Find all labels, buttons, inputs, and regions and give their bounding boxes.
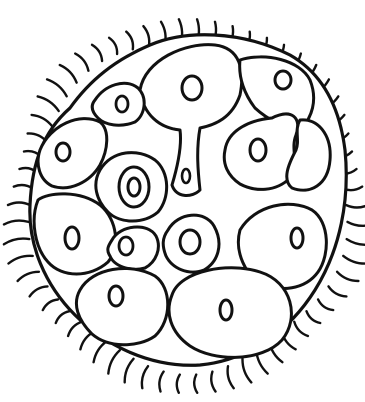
cilium — [126, 32, 133, 50]
cilium — [75, 54, 88, 71]
cell-bottom-left — [76, 268, 167, 344]
cilium — [56, 311, 70, 323]
cilium — [32, 115, 53, 126]
cilium — [109, 38, 117, 54]
cilium — [143, 26, 149, 47]
cilium — [94, 341, 107, 362]
cilium — [4, 239, 29, 245]
nucleus-ring-inner — [128, 178, 140, 196]
nucleus-bottom-left — [109, 286, 123, 306]
nucleus-upper-left-small — [116, 96, 128, 112]
cilium — [228, 366, 234, 388]
nucleus-right-bean — [250, 139, 266, 161]
cilium — [346, 205, 365, 208]
cilium — [329, 286, 347, 296]
cilium — [8, 203, 30, 206]
cilium — [343, 256, 365, 264]
nucleus-center — [180, 230, 200, 254]
cilium — [18, 272, 39, 281]
cilium — [211, 372, 215, 392]
nucleus-bottom-right — [220, 300, 232, 320]
cilium — [125, 359, 134, 383]
nucleus-top-center — [182, 76, 202, 100]
cilium — [348, 222, 365, 226]
cilium — [108, 350, 120, 373]
cilium — [43, 300, 58, 311]
nucleus-left — [56, 143, 70, 161]
cilium — [38, 96, 59, 111]
cilium — [4, 221, 29, 225]
nucleus-small-lobe — [119, 237, 133, 255]
cilium — [242, 359, 251, 383]
cilium — [294, 322, 308, 336]
nucleus-left-middle — [65, 227, 79, 249]
cilium — [347, 239, 365, 245]
cilium — [194, 375, 197, 393]
cilium — [47, 79, 67, 96]
cilium — [337, 272, 358, 281]
cilium — [60, 65, 77, 83]
cilium — [9, 256, 33, 264]
nucleus-stalk — [182, 169, 190, 183]
cilium — [177, 375, 180, 393]
nucleus-right-middle — [291, 228, 303, 248]
cilium — [159, 372, 163, 392]
cilium — [307, 311, 321, 323]
cilium — [318, 300, 333, 311]
nucleus-top-right — [275, 71, 291, 89]
cilium — [68, 322, 82, 336]
cilium — [30, 286, 48, 296]
cilium — [142, 366, 148, 388]
cilium — [92, 45, 102, 61]
